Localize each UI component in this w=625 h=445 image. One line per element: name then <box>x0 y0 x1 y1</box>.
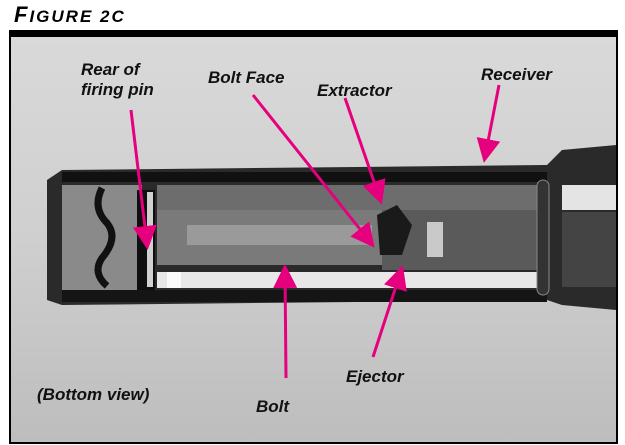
figure-title-rest: IGURE 2 <box>29 7 112 26</box>
label-ejector: Ejector <box>346 367 404 386</box>
label-bolt: Bolt <box>256 397 290 416</box>
label-rear-of-firing-pin-line1: Rear of <box>81 60 140 79</box>
label-rear-of-firing-pin-line2: firing pin <box>81 80 154 99</box>
label-extractor: Extractor <box>317 81 392 100</box>
figure-title: FIGURE 2C <box>14 2 126 28</box>
figure-title-initial: F <box>14 2 30 27</box>
label-bottom-view: (Bottom view) <box>37 385 150 404</box>
label-rear-of-firing-pin: Rear of firing pin <box>81 60 154 100</box>
label-bolt-face: Bolt Face <box>208 68 285 87</box>
figure-title-suffix: C <box>111 7 126 26</box>
bolt-receiver-photo <box>47 84 616 379</box>
label-receiver: Receiver <box>481 65 552 84</box>
figure-photo-frame: Rear of firing pin Bolt Face Extractor R… <box>9 30 618 444</box>
